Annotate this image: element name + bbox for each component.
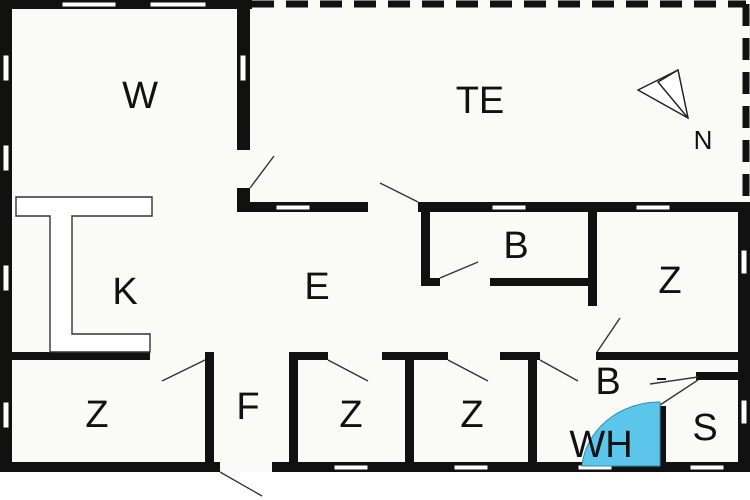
room-label-z-right: Z	[658, 260, 681, 302]
north-arrow-icon	[636, 68, 689, 120]
room-label-z-mid-1: Z	[339, 394, 362, 436]
room-label-k: K	[112, 271, 137, 313]
floor-area	[0, 0, 750, 470]
kitchen-counter	[15, 196, 153, 353]
room-label-b-bottom: B	[595, 361, 620, 403]
door-swings	[161, 155, 699, 497]
room-label-b-top: B	[503, 225, 528, 267]
room-label-f: F	[236, 386, 259, 428]
room-label-z-mid-2: Z	[460, 394, 483, 436]
whirlpool-tub	[581, 401, 661, 467]
room-label-te: TE	[456, 80, 505, 122]
room-label-w: W	[122, 75, 158, 117]
room-label-e: E	[304, 266, 329, 308]
north-label: N	[694, 125, 713, 155]
room-label-wh: WH	[569, 424, 632, 466]
door-openings	[150, 150, 666, 472]
room-label-z-bottom-left: Z	[85, 394, 108, 436]
terrace-outline	[252, 0, 750, 205]
windows	[2, 1, 748, 471]
room-label-s: S	[692, 407, 717, 449]
